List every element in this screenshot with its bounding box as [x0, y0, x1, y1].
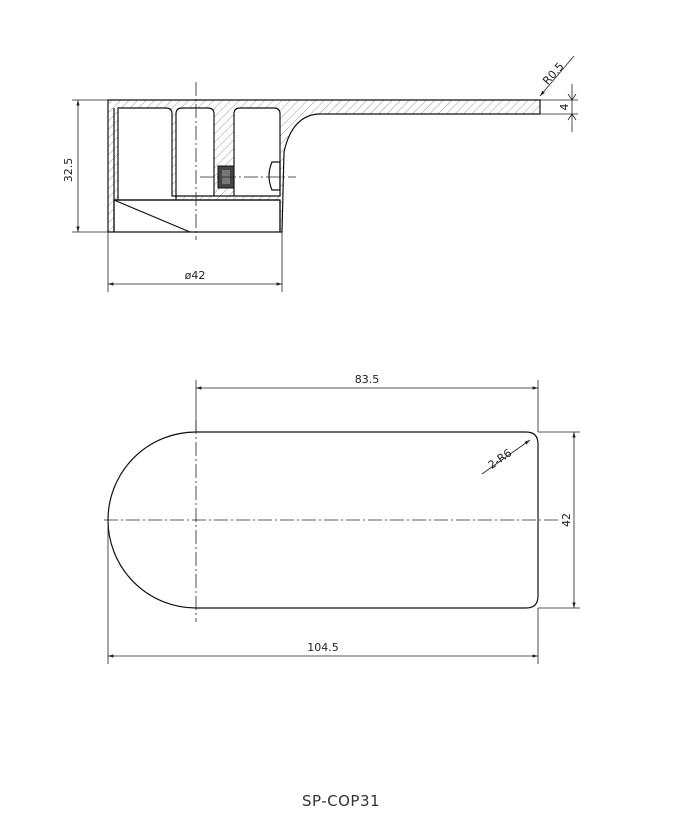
cavity-outline	[113, 108, 281, 232]
part-code: SP-COP31	[302, 792, 380, 810]
height-dimension-label: 32.5	[62, 158, 75, 183]
plan-view: 83.5 104.5 42 2-R6	[104, 373, 580, 664]
width-dimension-label: 42	[560, 513, 573, 527]
corner-radius-leader	[481, 439, 531, 475]
radius-leader	[539, 55, 575, 97]
screw-head	[268, 161, 281, 191]
section-hatched-body	[107, 99, 541, 233]
top-length-dimension-label: 83.5	[355, 373, 380, 386]
section-view: 32.5 ø42 4 R0.5	[62, 55, 578, 292]
diameter-dimension-label: ø42	[185, 269, 206, 282]
radius-label-top: R0.5	[540, 60, 566, 87]
plan-outline	[107, 431, 539, 609]
overall-length-dimension-label: 104.5	[307, 641, 339, 654]
taper-line	[113, 199, 191, 233]
thickness-dimension-label: 4	[558, 104, 571, 111]
corner-radius-label: 2-R6	[486, 446, 514, 471]
